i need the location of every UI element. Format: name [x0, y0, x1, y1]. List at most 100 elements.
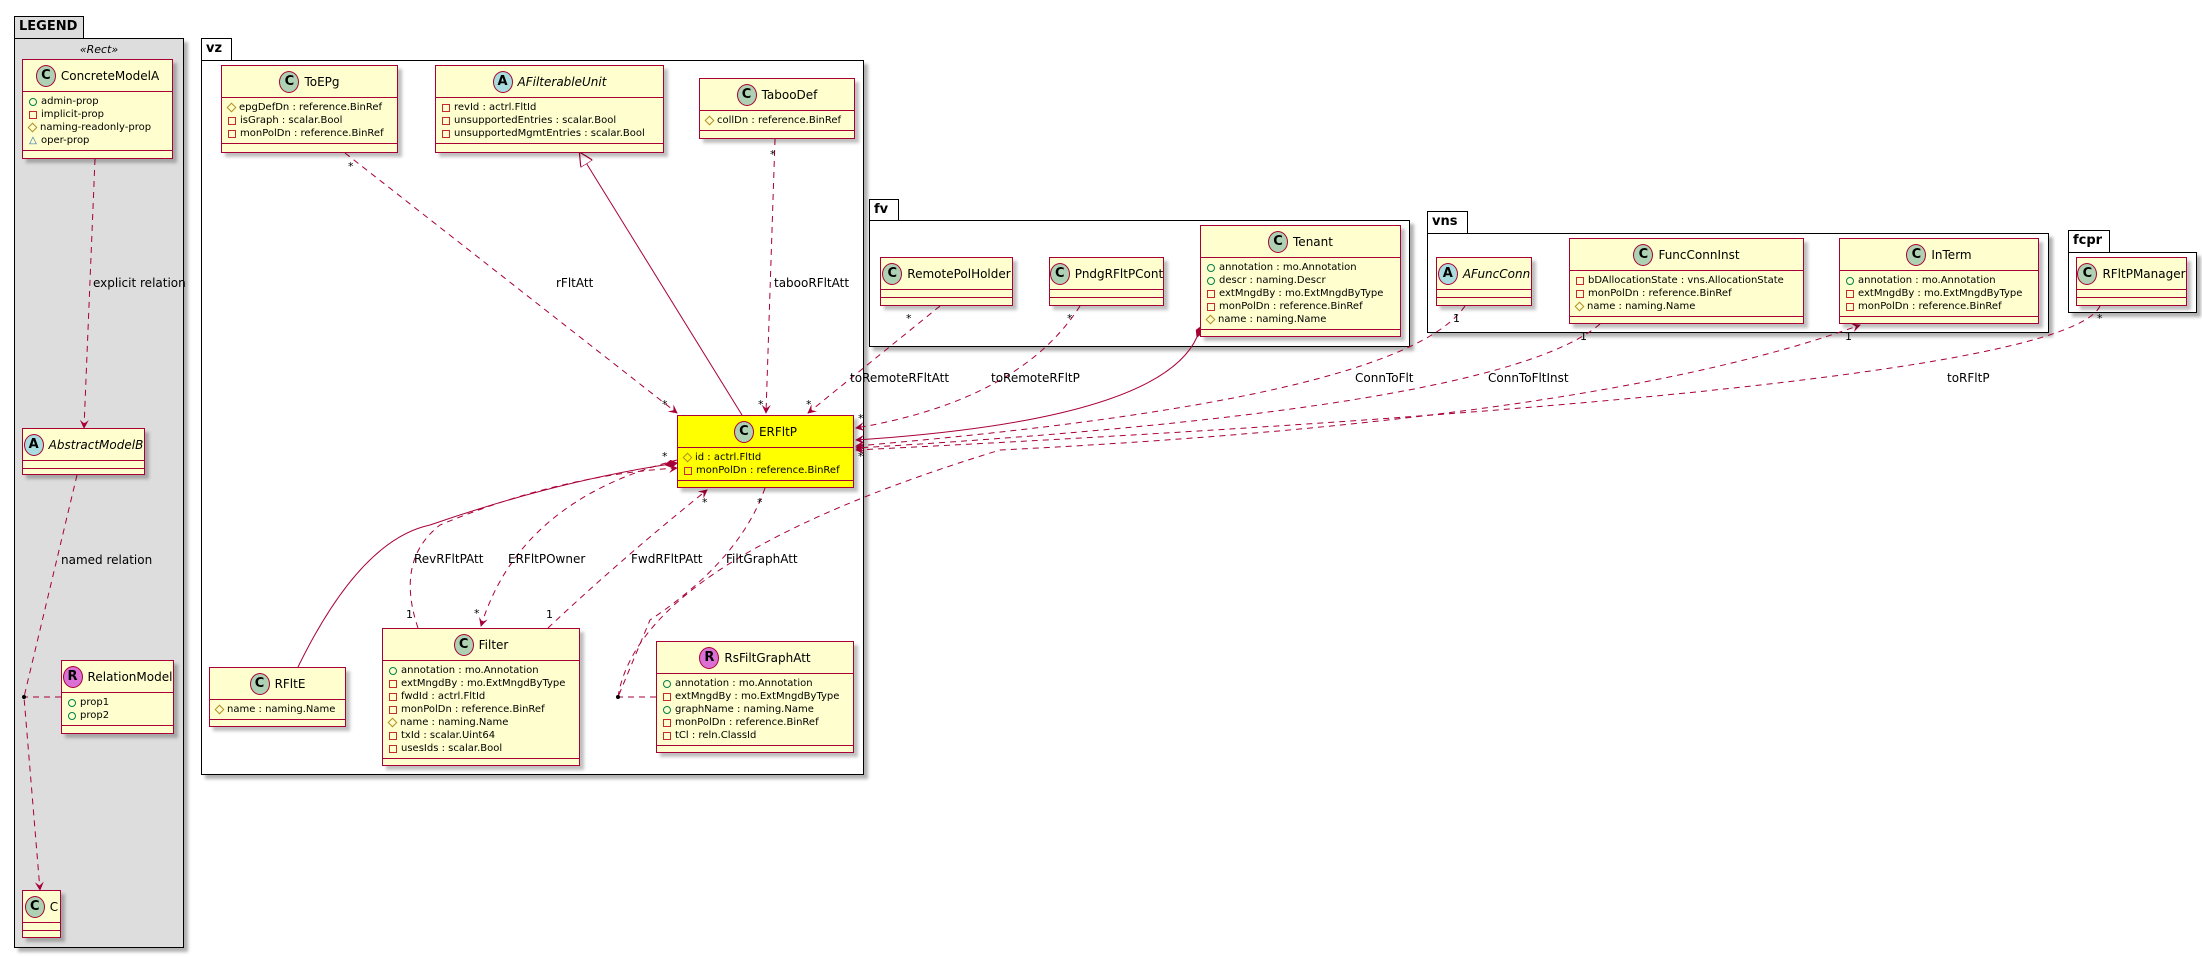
abstract-class-icon: A: [1437, 262, 1458, 285]
attribute-text: collDn : reference.BinRef: [717, 115, 842, 126]
edge-revrfltpatt: [409, 463, 678, 629]
attribute-row: name : naming.Name: [214, 703, 345, 716]
attribute-text: name : naming.Name: [400, 717, 509, 728]
protected-visibility-icon: [387, 717, 398, 728]
private-visibility-icon: [663, 718, 671, 727]
edge-label: ERFltPOwner: [508, 552, 586, 566]
junction-dot: [22, 695, 26, 699]
class-name: AbstractModelB: [48, 437, 144, 452]
attribute-row: △oper-prop: [29, 134, 172, 147]
attribute-text: annotation : mo.Annotation: [675, 678, 813, 689]
private-visibility-icon: [684, 466, 692, 475]
class-name: RFltE: [274, 676, 306, 691]
junction-dot: [616, 695, 620, 699]
multiplicity: *: [858, 450, 864, 463]
edge-label: tabooRFltAtt: [774, 276, 850, 290]
multiplicity: 1: [1845, 330, 1852, 343]
public-visibility-icon: [29, 97, 37, 106]
attribute-text: revId : actrl.FltId: [454, 102, 537, 113]
attribute-row: implicit-prop: [29, 108, 172, 121]
edge-label: toRemoteRFltP: [991, 371, 1080, 385]
attribute-row: admin-prop: [29, 95, 172, 108]
package-visibility-icon: △: [29, 134, 37, 146]
multiplicity: *: [474, 607, 480, 620]
attribute-row: unsupportedMgmtEntries : scalar.Bool: [442, 127, 663, 140]
attribute-row: monPolDn : reference.BinRef: [1576, 287, 1803, 300]
attribute-row: monPolDn : reference.BinRef: [1207, 300, 1400, 313]
class-name: AFuncConn: [1462, 266, 1531, 281]
edge-conntoflt: [855, 305, 1466, 450]
attribute-list: name : naming.Name: [210, 700, 345, 720]
attribute-row: monPolDn : reference.BinRef: [228, 127, 397, 140]
package-legend-name: LEGEND: [19, 19, 78, 34]
attribute-row: annotation : mo.Annotation: [663, 677, 853, 690]
protected-visibility-icon: [1205, 314, 1216, 325]
attribute-list: [1437, 290, 1531, 298]
private-visibility-icon: [442, 103, 450, 112]
class-name: FuncConnInst: [1658, 247, 1740, 262]
class-afuncconn[interactable]: A AFuncConn: [1436, 257, 1532, 306]
private-visibility-icon: [228, 116, 236, 125]
class-name: RemotePolHolder: [907, 266, 1011, 281]
attribute-text: prop1: [80, 697, 110, 708]
class-name: AFilterableUnit: [517, 74, 607, 89]
attribute-row: collDn : reference.BinRef: [704, 114, 854, 127]
attribute-row: extMngdBy : mo.ExtMngdByType: [1846, 287, 2038, 300]
package-vns-name: vns: [1432, 214, 1458, 229]
public-visibility-icon: [1207, 276, 1215, 285]
multiplicity: *: [702, 496, 708, 509]
attribute-row: isGraph : scalar.Bool: [228, 114, 397, 127]
edge-toremoterfltp: [855, 305, 1081, 432]
edge-fwdrfltpatt: [547, 489, 708, 629]
package-vns-tab: vns: [1427, 211, 1468, 234]
attribute-list: [23, 461, 144, 469]
attribute-row: bDAllocationState : vns.AllocationState: [1576, 274, 1803, 287]
multiplicity: 1: [1580, 330, 1587, 343]
edge-named-relation: [23, 474, 78, 891]
attribute-row: txId : scalar.Uint64: [389, 729, 579, 742]
attribute-row: monPolDn : reference.BinRef: [389, 703, 579, 716]
edge-label: FiltGraphAtt: [726, 552, 798, 566]
attribute-list: collDn : reference.BinRef: [700, 111, 854, 131]
class-name: Filter: [478, 637, 509, 652]
private-visibility-icon: [663, 731, 671, 740]
multiplicity: *: [1067, 312, 1073, 325]
attribute-text: isGraph : scalar.Bool: [240, 115, 343, 126]
private-visibility-icon: [442, 116, 450, 125]
protected-visibility-icon: [214, 704, 225, 715]
protected-visibility-icon: [27, 122, 38, 133]
class-name: InTerm: [1931, 247, 1972, 262]
attribute-text: txId : scalar.Uint64: [401, 730, 496, 741]
private-visibility-icon: [389, 679, 397, 688]
attribute-row: graphName : naming.Name: [663, 703, 853, 716]
attribute-text: extMngdBy : mo.ExtMngdByType: [1858, 288, 2023, 299]
